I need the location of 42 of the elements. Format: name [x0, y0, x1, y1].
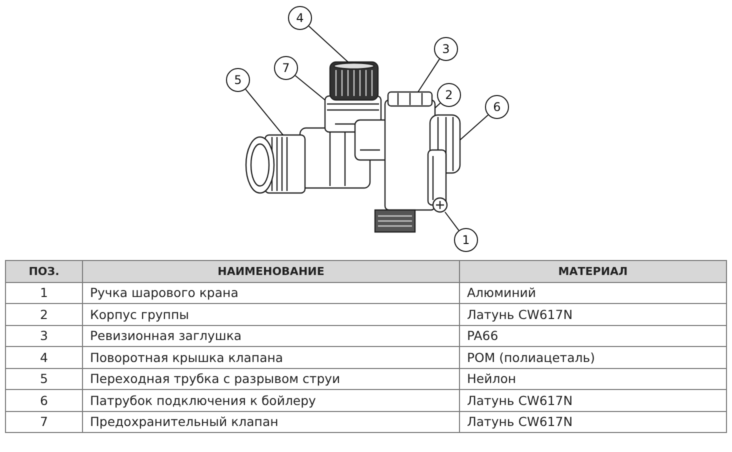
table-cell: Алюминий — [460, 282, 726, 304]
table-cell: Переходная трубка с разрывом струи — [82, 368, 460, 390]
leader-line — [294, 75, 326, 100]
table-cell: Предохранительный клапан — [82, 411, 460, 432]
callout-number: 1 — [454, 228, 478, 252]
leader-line — [444, 212, 460, 231]
valve-handle — [427, 149, 448, 213]
callout-number: 3 — [434, 37, 458, 61]
table-cell: POM (полиацеталь) — [460, 346, 726, 368]
column-header: ПОЗ. — [6, 260, 82, 282]
table-cell: Корпус группы — [82, 304, 460, 325]
column-header: МАТЕРИАЛ — [460, 260, 726, 282]
table-cell: 5 — [6, 368, 82, 390]
table-cell: Нейлон — [460, 368, 726, 390]
column-header: НАИМЕНОВАНИЕ — [82, 260, 460, 282]
leader-line — [418, 58, 440, 92]
table-cell: PA66 — [460, 325, 726, 346]
table-cell: Латунь CW617N — [460, 390, 726, 411]
table-cell: Ручка шарового крана — [82, 282, 460, 304]
leader-line — [460, 114, 489, 140]
valve-cap — [329, 61, 379, 101]
table-cell: 6 — [6, 390, 82, 411]
callout-number: 5 — [226, 68, 250, 92]
table-cell: Латунь CW617N — [460, 304, 726, 325]
leader-line — [245, 88, 284, 136]
adapter-tube — [245, 127, 371, 194]
inspection-plug — [387, 91, 433, 107]
callout-number: 2 — [437, 83, 461, 107]
table-cell: Латунь CW617N — [460, 411, 726, 432]
callout-number: 6 — [485, 95, 509, 119]
leader-line — [308, 26, 348, 62]
table-cell: Ревизионная заглушка — [82, 325, 460, 346]
table-cell: Поворотная крышка клапана — [82, 346, 460, 368]
callout-number: 7 — [274, 56, 298, 80]
table-cell: 3 — [6, 325, 82, 346]
leader-line — [434, 102, 441, 108]
table-cell: 4 — [6, 346, 82, 368]
table-cell: Патрубок подключения к бойлеру — [82, 390, 460, 411]
table-cell: 2 — [6, 304, 82, 325]
callout-number: 4 — [288, 6, 312, 30]
table-cell: 1 — [6, 282, 82, 304]
table-cell: 7 — [6, 411, 82, 432]
